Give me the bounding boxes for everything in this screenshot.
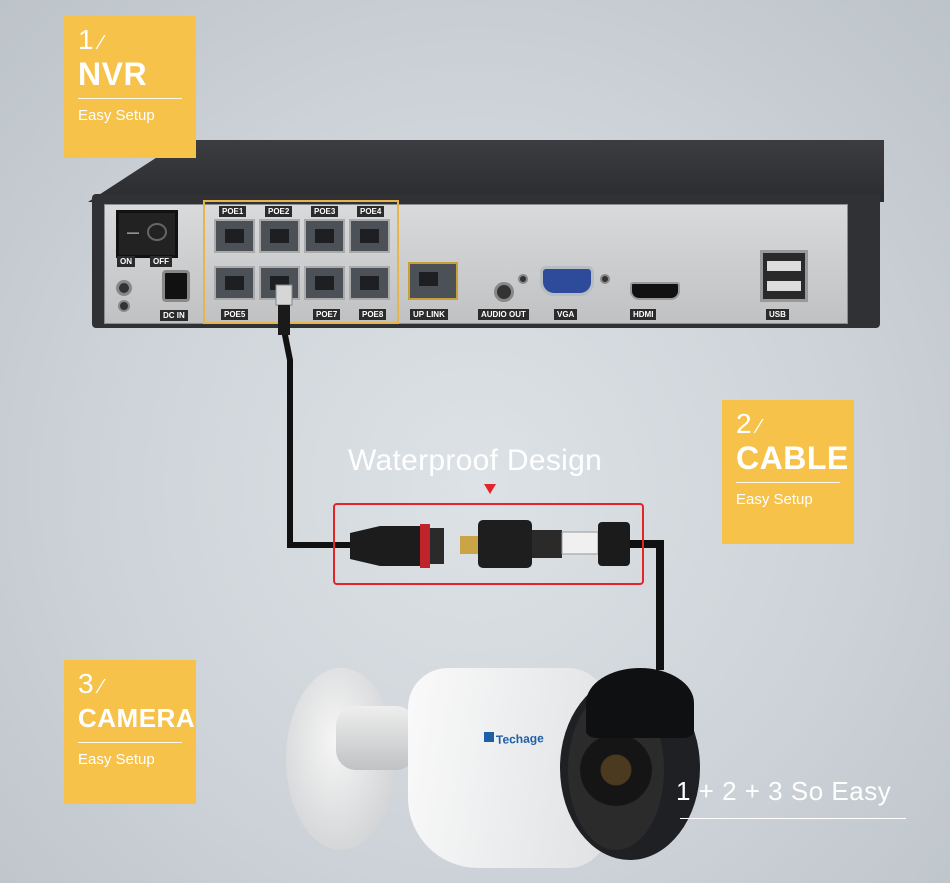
connector-cap [430, 528, 444, 564]
divider [78, 98, 182, 99]
label-usb: USB [766, 309, 789, 320]
connector-end-cap [598, 522, 630, 566]
camera-cable [630, 540, 664, 670]
usb-slot [767, 261, 801, 271]
label-poe5: POE5 [221, 309, 249, 320]
hdmi-port [630, 282, 680, 300]
power-on-symbol: — [127, 225, 139, 239]
label-poe3: POE3 [311, 206, 339, 217]
label-poe2: POE2 [265, 206, 293, 217]
connector-nut [478, 520, 532, 568]
rj45-plug [275, 284, 293, 306]
divider [736, 482, 840, 483]
label-off: OFF [150, 256, 172, 267]
vga-screw [518, 274, 528, 284]
step-subtitle: Easy Setup [736, 491, 813, 508]
label-poe4: POE4 [357, 206, 385, 217]
ground-symbol-icon [118, 300, 130, 312]
connector-body [532, 530, 562, 558]
step-badge-nvr: 1⁄ NVR Easy Setup [64, 16, 196, 158]
label-vga: VGA [554, 309, 578, 320]
poe-ports-highlight [203, 200, 399, 324]
label-dc-in: DC IN [160, 310, 188, 321]
step-subtitle: Easy Setup [78, 107, 155, 124]
label-audio-out: AUDIO OUT [478, 309, 529, 320]
audio-out-port [494, 282, 514, 302]
waterproof-heading: Waterproof Design [348, 444, 603, 477]
waterproof-highlight-box [333, 503, 644, 585]
power-off-symbol [147, 223, 167, 241]
poe-port [259, 219, 300, 253]
down-arrow-icon [484, 484, 496, 494]
step-number: 2 [736, 408, 752, 439]
rj45-boot [278, 305, 290, 335]
power-switch: — [116, 210, 178, 258]
slash-icon: ⁄ [757, 416, 761, 438]
dc-in-port [162, 270, 190, 302]
poe-port [304, 219, 345, 253]
step-badge-camera: 3⁄ CAMERA Easy Setup [64, 660, 196, 804]
usb-slot [767, 281, 801, 291]
label-on: ON [117, 256, 135, 267]
step-number: 1 [78, 24, 94, 55]
camera-brand: Techage [495, 731, 545, 747]
camera-sun-hood [586, 668, 694, 738]
poe-port [349, 266, 390, 300]
step-badge-cable: 2⁄ CABLE Easy Setup [722, 400, 854, 544]
connector-male-tip [460, 536, 478, 554]
step-subtitle: Easy Setup [78, 751, 155, 768]
divider [78, 742, 182, 743]
camera-mount-arm [336, 706, 416, 770]
brand-logo-icon [484, 732, 494, 742]
poe-port [304, 266, 345, 300]
uplink-port [408, 262, 458, 300]
usb-ports [760, 250, 808, 302]
vga-port [540, 266, 594, 296]
step-title: CAMERA [78, 703, 196, 733]
tagline: 1 + 2 + 3 So Easy [676, 776, 892, 806]
poe-port [214, 219, 255, 253]
label-poe8: POE8 [359, 309, 387, 320]
step-number: 3 [78, 668, 94, 699]
step-title: NVR [78, 56, 148, 92]
connector-female [350, 526, 420, 566]
slash-icon: ⁄ [99, 32, 103, 54]
slash-icon: ⁄ [99, 676, 103, 698]
poe-port [214, 266, 255, 300]
step-title: CABLE [736, 440, 849, 476]
ground-screw-icon [116, 280, 132, 296]
connector-red-ring [420, 524, 430, 568]
label-poe7: POE7 [313, 309, 341, 320]
label-hdmi: HDMI [630, 309, 657, 320]
label-poe1: POE1 [219, 206, 247, 217]
poe-port [349, 219, 390, 253]
label-uplink: UP LINK [410, 309, 448, 320]
tagline-underline [680, 818, 906, 819]
nvr-top-cover [88, 140, 884, 202]
vga-screw [600, 274, 610, 284]
